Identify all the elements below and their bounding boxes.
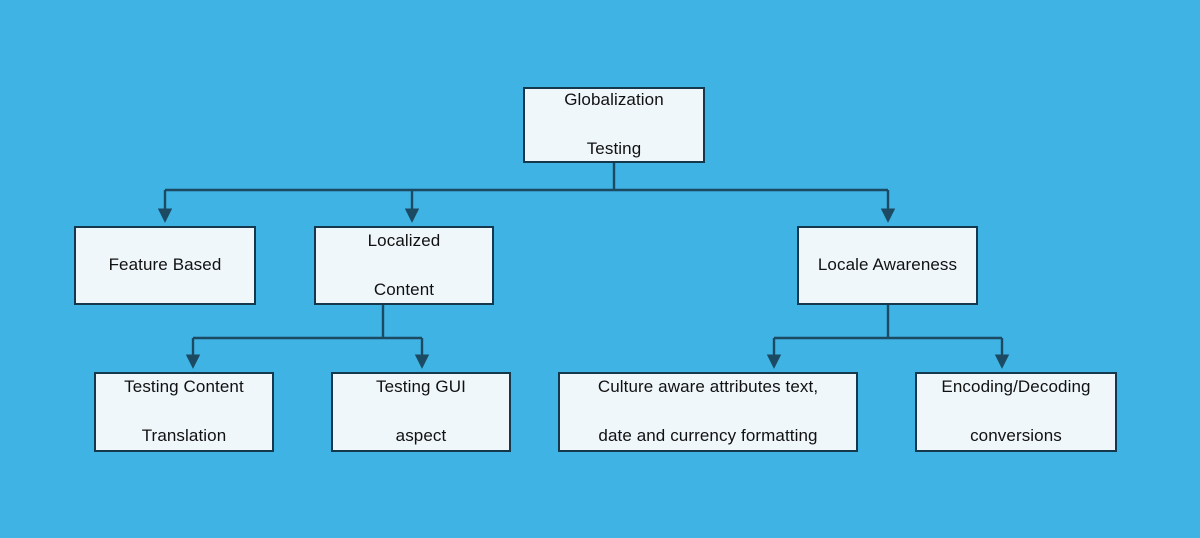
node-locale-awareness[interactable]: Locale Awareness <box>797 226 978 305</box>
node-label-line2: Translation <box>141 426 227 446</box>
node-label-line2: date and currency formatting <box>598 426 818 446</box>
node-label-line1: Localized <box>367 230 441 250</box>
node-label: Culture aware attributes text, date and c… <box>582 375 834 449</box>
node-label-line1: Testing GUI <box>376 377 466 397</box>
node-label: Testing GUI aspect <box>360 375 482 449</box>
node-label-line1: Globalization <box>564 90 664 110</box>
node-label-line1: Culture aware attributes text, <box>597 377 819 397</box>
node-label: Encoding/Decoding conversions <box>925 375 1106 449</box>
node-label-line1: Testing Content <box>124 377 244 397</box>
node-label: Locale Awareness <box>817 255 958 275</box>
node-label-line2: Content <box>373 279 435 299</box>
node-culture-aware-attributes[interactable]: Culture aware attributes text, date and c… <box>558 372 858 452</box>
node-label-line1: Encoding/Decoding <box>941 377 1091 397</box>
node-label-line2: conversions <box>970 426 1062 446</box>
node-label-line2: aspect <box>395 426 447 446</box>
node-feature-based[interactable]: Feature Based <box>74 226 256 305</box>
node-encoding-decoding-conversions[interactable]: Encoding/Decoding conversions <box>915 372 1117 452</box>
node-testing-gui-aspect[interactable]: Testing GUI aspect <box>331 372 511 452</box>
node-label: Feature Based <box>108 255 222 275</box>
node-label-line2: Testing <box>586 139 642 159</box>
